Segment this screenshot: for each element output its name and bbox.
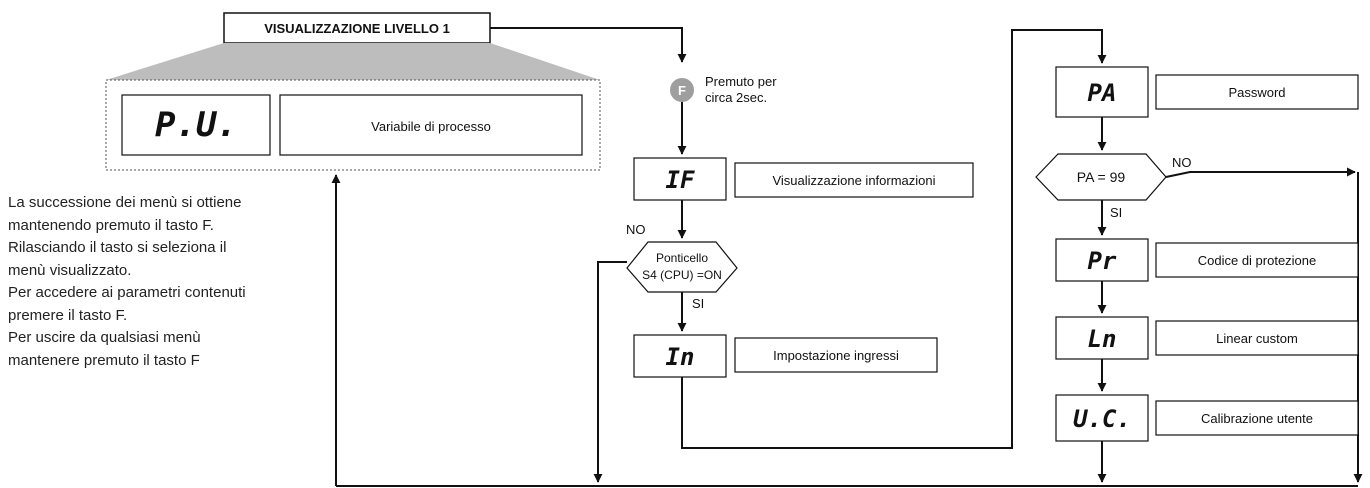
ln-label-box [1155, 320, 1359, 356]
line-title-to-f [490, 27, 687, 63]
description-line: mantenendo premuto il tasto F. [8, 216, 214, 234]
ln-display-text: Ln [1088, 325, 1117, 353]
uc-label-box [1155, 400, 1359, 436]
in-label: Impostazione ingressi [773, 348, 899, 363]
line-in-to-pa [681, 29, 1107, 449]
description-line: Per uscire da qualsiasi menù [8, 329, 201, 346]
password-decision-text: PA = 99 [1077, 169, 1126, 185]
if-display-text: IF [666, 166, 695, 194]
f-key-icon [670, 78, 694, 102]
password-yes-label: SI [1110, 205, 1122, 220]
title-box [223, 12, 491, 44]
description-line: La successione dei menù si ottiene [8, 194, 242, 211]
pr-display-text: Pr [1088, 247, 1117, 275]
pa-label: Password [1228, 85, 1285, 100]
password-no-label: NO [1172, 155, 1192, 170]
menu-description: La successione dei menù si ottiene mante… [8, 192, 318, 372]
line-password-no [1165, 167, 1356, 178]
in-display-box [633, 334, 727, 378]
pr-label-box [1155, 242, 1359, 278]
uc-label: Calibrazione utente [1201, 411, 1313, 426]
uc-display-text: U.C. [1073, 405, 1131, 433]
jumper-decision-hexagon [626, 241, 738, 293]
callout-wedge [106, 43, 600, 80]
pv-display-box [121, 94, 271, 156]
pa-label-box [1155, 74, 1359, 110]
ln-display-box [1055, 316, 1149, 360]
f-key-note-2: circa 2sec. [705, 90, 767, 105]
decision-yes-label: SI [692, 296, 704, 311]
if-label-box [734, 162, 974, 198]
description-line: menù visualizzato. [8, 261, 132, 279]
if-display-box [633, 157, 727, 201]
pv-label: Variabile di processo [371, 119, 491, 134]
pv-display-text: P.U. [155, 105, 237, 145]
jumper-decision-line2: S4 (CPU) =ON [642, 268, 722, 282]
line-decision-no-down [593, 261, 627, 483]
in-label-box [734, 337, 938, 373]
pa-display-text: PA [1088, 79, 1117, 107]
pr-label: Codice di protezione [1198, 253, 1317, 268]
title-box-label: VISUALIZZAZIONE LIVELLO 1 [264, 21, 450, 36]
in-display-text: In [666, 343, 695, 371]
f-key-symbol: F [678, 83, 686, 98]
f-key-note-1: Premuto per [705, 74, 777, 89]
jumper-decision-line1: Ponticello [656, 251, 708, 265]
decision-no-label: NO [626, 222, 646, 237]
pa-display-box [1055, 66, 1149, 118]
description-line: Per accedere ai parametri contenuti [8, 284, 246, 301]
pv-label-box [279, 94, 583, 156]
description-line: premere il tasto F. [8, 306, 128, 324]
description-line: mantenere premuto il tasto F [8, 351, 200, 369]
ln-label: Linear custom [1216, 331, 1298, 346]
if-label: Visualizzazione informazioni [772, 173, 935, 188]
description-line: Rilasciando il tasto si seleziona il [8, 239, 227, 256]
